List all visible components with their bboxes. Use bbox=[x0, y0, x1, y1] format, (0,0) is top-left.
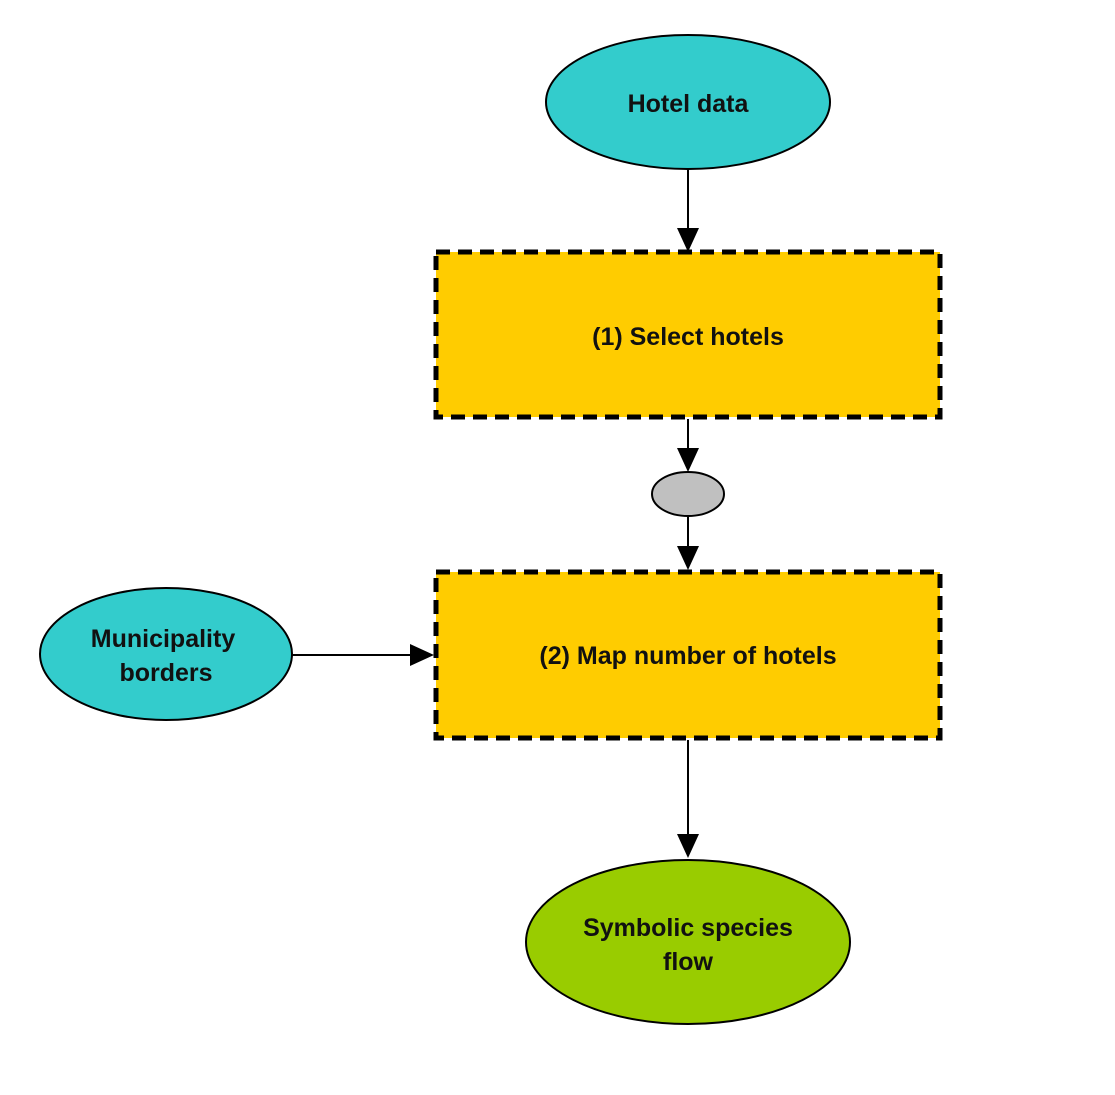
connector-shape bbox=[651, 471, 725, 517]
hotel-data-label: Hotel data bbox=[628, 90, 750, 118]
edge-map-hotels-to-output bbox=[677, 740, 699, 858]
edge-select-hotels-to-connector bbox=[677, 419, 699, 472]
municipality-borders-shape bbox=[39, 587, 293, 721]
edge-hotel-data-to-select-hotels bbox=[677, 170, 699, 252]
node-select-hotels: (1) Select hotels bbox=[433, 249, 943, 420]
node-municipality-borders: Municipality borders bbox=[39, 587, 293, 721]
hotel-data-shape bbox=[545, 34, 831, 170]
node-connector bbox=[651, 471, 725, 517]
edge-connector-to-map-hotels bbox=[677, 517, 699, 570]
municipality-borders-label-line1: Municipality bbox=[91, 625, 236, 653]
output-shape bbox=[525, 859, 851, 1025]
select-hotels-label: (1) Select hotels bbox=[592, 323, 784, 351]
map-hotels-box bbox=[436, 572, 940, 738]
node-output: Symbolic species flow bbox=[525, 859, 851, 1025]
select-hotels-box bbox=[436, 252, 940, 417]
node-map-hotels: (2) Map number of hotels bbox=[433, 569, 943, 741]
output-label-line2: flow bbox=[663, 948, 714, 976]
select-hotels-dashed-border bbox=[433, 249, 943, 420]
node-hotel-data: Hotel data bbox=[545, 34, 831, 170]
municipality-borders-label-line2: borders bbox=[119, 659, 212, 687]
map-hotels-dashed-border bbox=[433, 569, 943, 741]
output-label-line1: Symbolic species bbox=[583, 914, 793, 942]
edge-municipality-borders-to-map-hotels bbox=[292, 644, 434, 666]
map-hotels-label: (2) Map number of hotels bbox=[539, 642, 836, 670]
edges bbox=[292, 170, 699, 858]
